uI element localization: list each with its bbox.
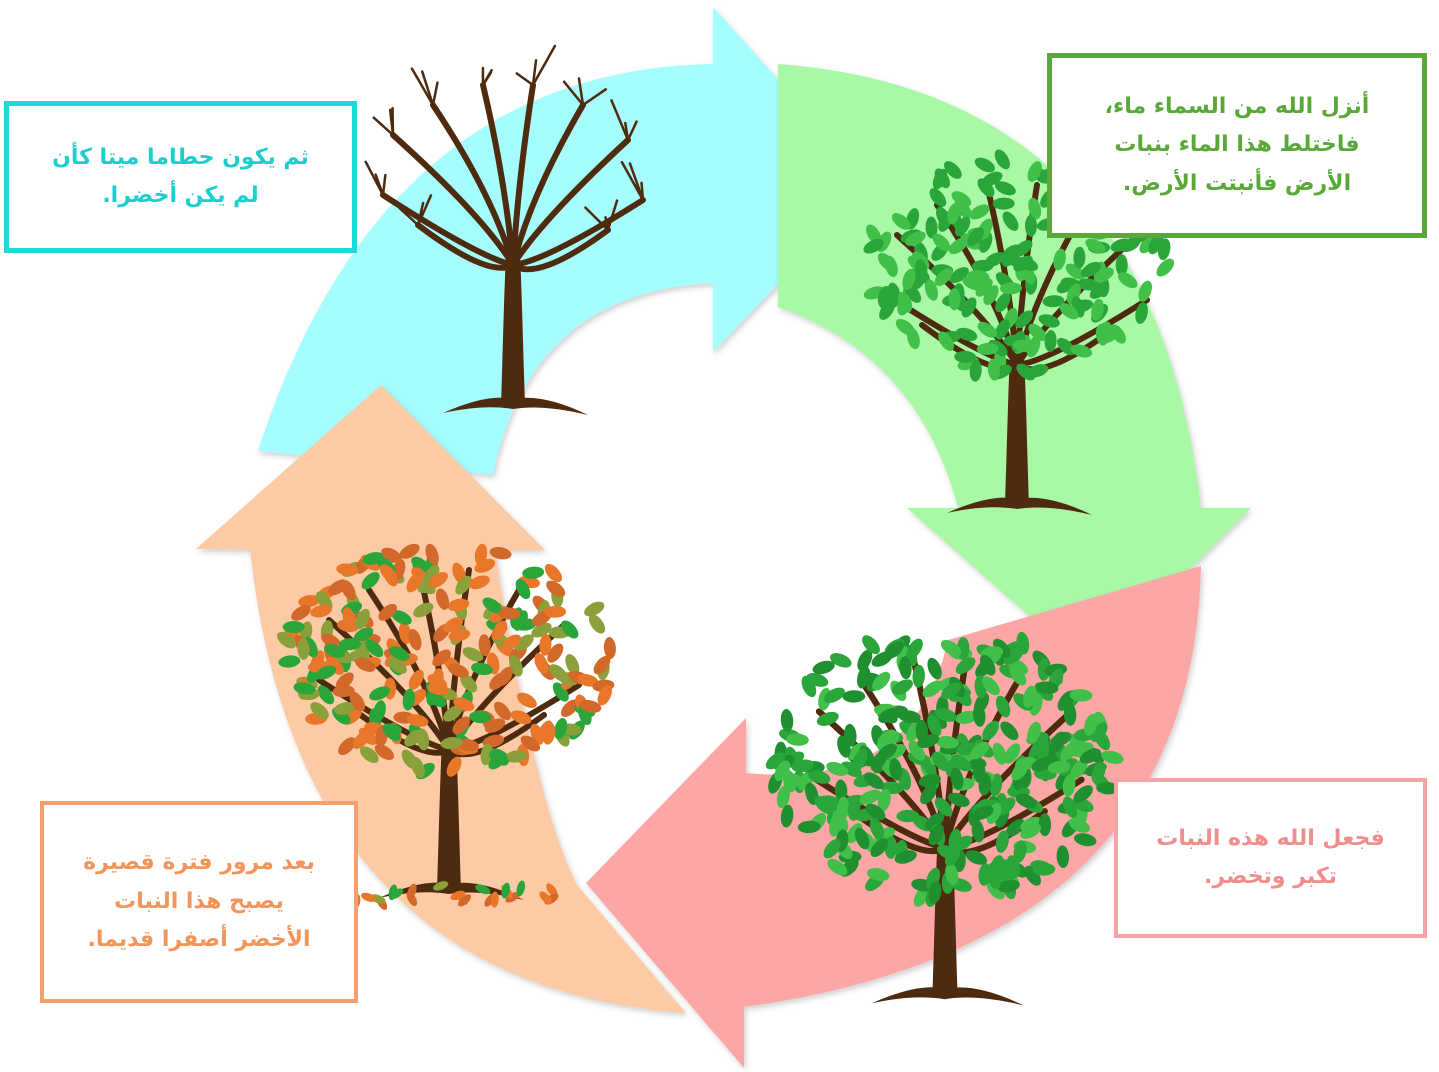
caption-dry: ثم يكون حطاما ميتا كأن لم يكن أخضرا. xyxy=(4,101,357,253)
autumn-tree-icon xyxy=(277,543,616,910)
arrow-segment-dry xyxy=(258,7,873,475)
caption-rain-line-3: الأرض فأنبتت الأرض. xyxy=(1122,170,1352,196)
caption-rain-line-1: أنزل الله من السماء ماء، xyxy=(1104,93,1370,119)
caption-dry-line-2: لم يكن أخضرا. xyxy=(102,183,259,208)
caption-grow: فجعل الله هذه النبات تكبر وتخضر. xyxy=(1114,778,1427,938)
full-leaf-tree-icon xyxy=(765,631,1124,1006)
caption-rain: أنزل الله من السماء ماء، فاختلط هذا الما… xyxy=(1047,53,1427,238)
caption-yellow-line-3: الأخضر أصفرا قديما. xyxy=(87,927,311,953)
caption-grow-line-2: تكبر وتخضر. xyxy=(1204,864,1337,889)
caption-yellow: بعد مرور فترة قصيرة يصبح هذا النبات الأخ… xyxy=(40,801,358,1003)
caption-grow-line-1: فجعل الله هذه النبات xyxy=(1156,825,1385,851)
caption-yellow-line-2: يصبح هذا النبات xyxy=(114,888,284,914)
caption-dry-line-1: ثم يكون حطاما ميتا كأن xyxy=(52,144,309,170)
caption-rain-line-2: فاختلط هذا الماء بنبات xyxy=(1114,132,1360,158)
bare-tree-icon xyxy=(364,44,646,415)
caption-yellow-line-1: بعد مرور فترة قصيرة xyxy=(83,850,315,876)
